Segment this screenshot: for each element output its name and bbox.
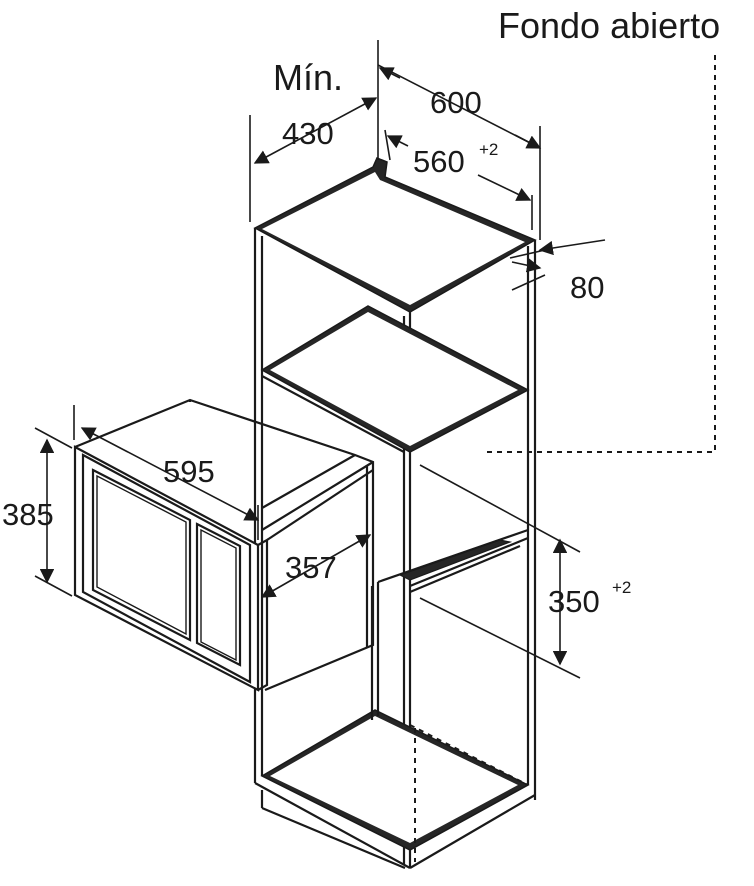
- label-350: 350: [548, 584, 600, 619]
- label-430: 430: [282, 116, 334, 151]
- label-357: 357: [285, 550, 337, 585]
- microwave-window: [91, 468, 192, 642]
- label-350-tolerance: +2: [612, 578, 631, 597]
- label-min: Mín.: [273, 57, 343, 98]
- cabinet: [253, 157, 537, 870]
- label-385: 385: [2, 497, 54, 532]
- label-560: 560: [413, 144, 465, 179]
- label-80: 80: [570, 270, 604, 305]
- cabinet-rail: [398, 539, 513, 581]
- label-fondo-abierto: Fondo abierto: [498, 5, 720, 46]
- dimension-lines: [34, 40, 716, 679]
- label-595: 595: [163, 454, 215, 489]
- label-560-tolerance: +2: [479, 140, 498, 159]
- label-600: 600: [430, 85, 482, 120]
- microwave: [73, 398, 375, 692]
- dimension-labels: Fondo abierto Mín. 430 600 560 +2 80 595…: [2, 5, 720, 619]
- microwave-control-panel: [195, 522, 242, 667]
